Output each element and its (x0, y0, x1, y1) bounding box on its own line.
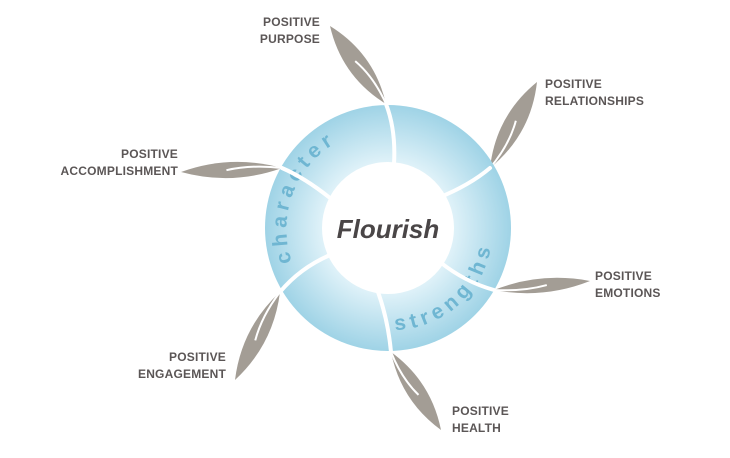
label-line: POSITIVE (545, 77, 602, 91)
stem-divider-relationships (436, 166, 492, 200)
label-positive-purpose: POSITIVE PURPOSE (260, 14, 320, 48)
label-positive-relationships: POSITIVE RELATIONSHIPS (545, 76, 644, 110)
stem-divider-engagement (278, 253, 332, 294)
inner-circle (322, 162, 454, 294)
label-positive-health: POSITIVE HEALTH (452, 403, 509, 437)
label-positive-engagement: POSITIVE ENGAGEMENT (138, 349, 226, 383)
label-line: ACCOMPLISHMENT (60, 164, 178, 178)
stem-divider-accomplishment (280, 166, 332, 200)
label-line: ENGAGEMENT (137, 367, 226, 381)
leaf-icon-purpose (330, 26, 386, 104)
label-positive-accomplishment: POSITIVE ACCOMPLISHMENT (61, 146, 178, 180)
label-line: RELATIONSHIPS (545, 94, 645, 108)
leaf-vein (226, 165, 283, 172)
stem-divider-health (376, 290, 393, 354)
label-line: EMOTIONS (595, 286, 661, 300)
label-positive-emotions: POSITIVE EMOTIONS (595, 268, 661, 302)
label-line: POSITIVE (452, 404, 509, 418)
label-line: HEALTH (452, 421, 501, 435)
label-line: POSITIVE (595, 269, 652, 283)
leaf-vein (354, 60, 387, 105)
stem-divider-emotions (438, 260, 496, 292)
stem-divider-purpose (384, 102, 397, 166)
leaf-icon-relationships (490, 82, 537, 168)
leaf-vein (390, 351, 420, 396)
label-line: PURPOSE (259, 32, 320, 46)
leaf-vein (254, 291, 281, 341)
label-line: POSITIVE (169, 350, 226, 364)
leaf-vein (493, 284, 548, 292)
label-line: POSITIVE (263, 15, 320, 29)
label-line: POSITIVE (121, 147, 178, 161)
center-label: Flourish (337, 214, 440, 244)
